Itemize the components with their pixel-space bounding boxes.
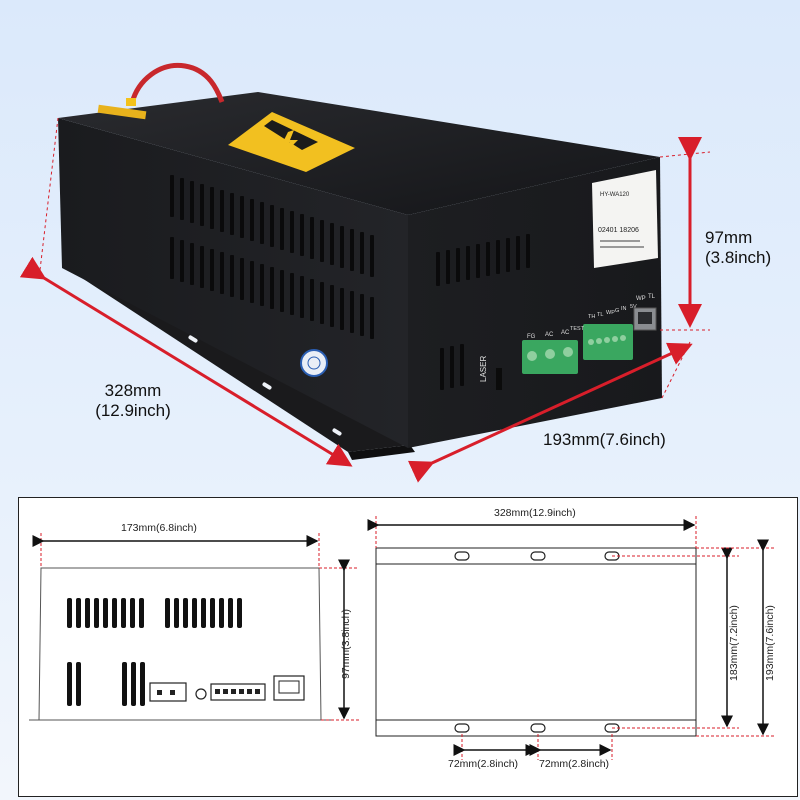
- length-dimension-label: 328mm (12.9inch): [88, 381, 178, 421]
- tl-label: TL: [597, 312, 603, 318]
- height-inch: (3.8inch): [705, 248, 772, 267]
- top-length-label: 328mm(12.9inch): [494, 507, 576, 519]
- front-view: [29, 533, 359, 721]
- hole-spacing-1-label: 72mm(2.8inch): [448, 758, 519, 770]
- ac2-label: AC: [561, 330, 570, 336]
- front-signal-terminal: [210, 683, 266, 701]
- high-voltage-warning-icon: [228, 112, 355, 172]
- rj-wp-label: WP: [636, 296, 646, 302]
- test-label: TEST: [570, 326, 585, 332]
- 5v-label: 5V: [630, 304, 637, 310]
- width-dimension-label: 193mm(7.6inch): [543, 430, 666, 449]
- drawing-canvas: [29, 516, 775, 760]
- top-view: [367, 516, 775, 760]
- mounting-slots: [454, 551, 620, 733]
- product-label: HY-WA120 02401 18206: [592, 170, 658, 268]
- label-model: HY-WA120: [600, 192, 630, 198]
- label-serial: 02401 18206: [598, 227, 639, 234]
- fg-label: FG: [527, 334, 536, 340]
- g-label: G: [615, 308, 619, 314]
- red-cable: [129, 62, 225, 104]
- ac1-label: AC: [545, 332, 554, 338]
- rj-tl-label: TL: [648, 294, 656, 300]
- in-label: IN: [621, 306, 627, 312]
- top-face: [58, 92, 660, 215]
- front-ac-terminal: [149, 682, 187, 702]
- photo-dimension-lines: [19, 117, 711, 483]
- height-dimension-label: 97mm (3.8inch): [705, 228, 771, 268]
- front-width-label: 173mm(6.8inch): [121, 522, 197, 534]
- hole-spacing-2-label: 72mm(2.8inch): [539, 758, 610, 770]
- length-mm: 328mm: [104, 381, 162, 400]
- th-label: TH: [588, 314, 595, 320]
- height-mm: 97mm: [705, 228, 753, 247]
- front-height-label: 97mm(3.8inch): [340, 608, 353, 680]
- laser-port-label: LASER: [479, 356, 488, 382]
- top-inner-width-label: 183mm(7.2inch): [727, 605, 740, 681]
- length-inch: (12.9inch): [95, 401, 171, 420]
- qc-sticker: [300, 349, 328, 377]
- product-photo: HY-WA120 02401 18206 LASER FG AC AC TEST…: [19, 62, 711, 483]
- top-outer-width-label: 193mm(7.6inch): [763, 605, 776, 681]
- technical-drawing-panel: 173mm(6.8inch) 97mm(3.8inch) 328mm(12.9i…: [18, 497, 798, 797]
- rj45-port: WP TL: [633, 294, 657, 331]
- wp-label: WP: [606, 310, 615, 316]
